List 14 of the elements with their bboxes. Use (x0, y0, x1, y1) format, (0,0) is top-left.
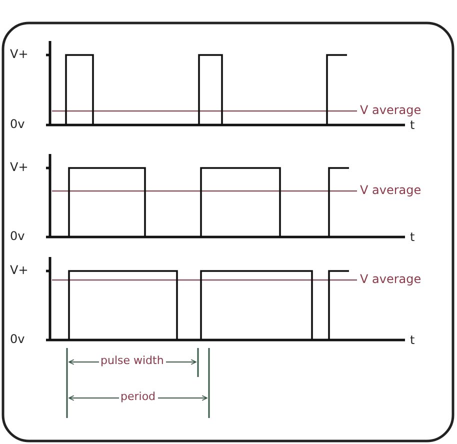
voltage-level-label: V+ (10, 160, 28, 174)
voltage-level-label: V+ (10, 47, 28, 61)
time-axis-label: t (410, 230, 415, 244)
time-axis-label: t (410, 118, 415, 132)
dimension-label: pulse width (98, 354, 166, 368)
average-voltage-label: V average (360, 103, 422, 117)
voltage-level-label: 0v (10, 332, 25, 346)
time-axis-label: t (410, 333, 415, 347)
average-voltage-label: V average (360, 183, 422, 197)
voltage-level-label: 0v (10, 229, 25, 243)
average-voltage-label: V average (360, 272, 422, 286)
voltage-level-label: 0v (10, 117, 25, 131)
voltage-level-label: V+ (10, 263, 28, 277)
dimension-label: period (118, 390, 158, 404)
